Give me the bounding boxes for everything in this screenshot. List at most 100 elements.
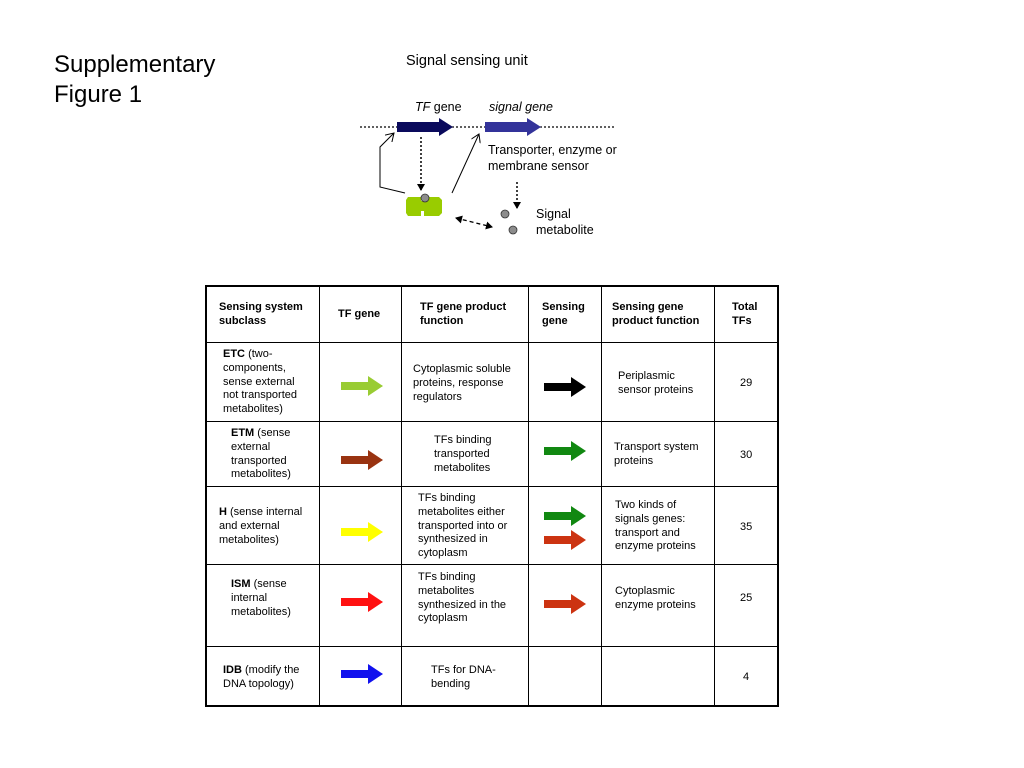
etm-tf-function-line-3: metabolites bbox=[434, 461, 491, 474]
header-sensing-gene-line-1: Sensing bbox=[542, 301, 585, 313]
h-desc-3: metabolites) bbox=[219, 533, 279, 546]
idb-tf-gene-arrow bbox=[341, 664, 383, 684]
ism-tf-gene-arrow bbox=[341, 592, 383, 612]
h-tf-function-line-1: TFs binding bbox=[418, 492, 476, 504]
h-tf-gene-arrow bbox=[341, 522, 383, 542]
row-divider-2 bbox=[207, 421, 777, 422]
etm-desc-1: (sense bbox=[257, 427, 291, 439]
tf-classification-table: Sensing system subclass TF gene TF gene … bbox=[205, 285, 779, 707]
transporter-label-line-2: membrane sensor bbox=[488, 159, 589, 173]
signal-gene-arrow bbox=[485, 118, 541, 136]
metabolite-label: Signal metabolite bbox=[536, 206, 594, 238]
etc-sensing-function: Periplasmic sensor proteins bbox=[618, 370, 693, 398]
etc-desc-1: (two- bbox=[248, 348, 273, 360]
idb-tf-function-line-2: bending bbox=[431, 677, 471, 690]
etm-sensing-gene-arrow bbox=[544, 441, 586, 461]
header-total: Total TFs bbox=[732, 301, 757, 329]
transporter-label-line-1: Transporter, enzyme or bbox=[488, 143, 617, 157]
ism-tf-gene-arrow-shape bbox=[341, 592, 383, 612]
etc-tf-function-line-2: proteins, response bbox=[413, 376, 504, 389]
header-sensing-function: Sensing gene product function bbox=[612, 301, 699, 329]
etc-code: ETC bbox=[223, 348, 245, 360]
etm-total: 30 bbox=[740, 449, 753, 461]
figure-title-line-1: Supplementary bbox=[54, 51, 216, 78]
header-sensing-gene: Sensing gene bbox=[542, 301, 585, 329]
h-sensing-gene-arrow-enzyme-shape bbox=[544, 530, 586, 550]
tf-gene-label-italic: TF bbox=[415, 100, 431, 114]
header-sensing-function-line-1: Sensing gene bbox=[612, 301, 684, 313]
header-subclass: Sensing system subclass bbox=[219, 301, 303, 329]
etm-tf-function-line-1: TFs binding bbox=[434, 434, 492, 446]
etm-sensing-gene-arrow-shape bbox=[544, 441, 586, 461]
header-tf-function-line-2: function bbox=[420, 314, 464, 327]
etc-sensing-function-line-1: Periplasmic bbox=[618, 370, 675, 382]
signal-metabolite-dot-2 bbox=[508, 225, 518, 235]
etc-tf-gene-arrow bbox=[341, 376, 383, 396]
col-divider-4 bbox=[601, 287, 602, 705]
h-sensing-function-line-3: transport and bbox=[615, 526, 680, 539]
signal-metabolite-dot-1 bbox=[500, 209, 510, 219]
tf-gene-arrow bbox=[397, 118, 453, 136]
tf-protein-icon bbox=[406, 193, 442, 216]
h-desc-2: and external bbox=[219, 519, 280, 532]
h-subclass: H (sense internal and external metabolit… bbox=[219, 506, 302, 547]
ism-total: 25 bbox=[740, 592, 753, 604]
ism-tf-function: TFs binding metabolites synthesized in t… bbox=[418, 571, 506, 626]
etm-desc-3: transported bbox=[231, 454, 287, 467]
etm-tf-function: TFs binding transported metabolites bbox=[434, 434, 491, 475]
autoregulation-arrow bbox=[379, 133, 406, 194]
row-divider-1 bbox=[207, 342, 777, 343]
metabolite-label-line-2: metabolite bbox=[536, 223, 594, 237]
h-tf-function: TFs binding metabolites either transport… bbox=[418, 492, 507, 561]
tf-protein-left bbox=[406, 197, 421, 216]
h-sensing-function: Two kinds of signals genes: transport an… bbox=[615, 499, 696, 554]
idb-tf-function-line-1: TFs for DNA- bbox=[431, 664, 496, 676]
etc-desc-2: components, bbox=[223, 361, 286, 374]
h-sensing-gene-arrow-transport bbox=[544, 506, 586, 526]
etm-sensing-function: Transport system proteins bbox=[614, 441, 699, 469]
h-sensing-function-line-4: enzyme proteins bbox=[615, 540, 696, 553]
etc-sensing-gene-arrow-shape bbox=[544, 377, 586, 397]
etc-sensing-gene-arrow bbox=[544, 377, 586, 397]
etm-tf-gene-arrow-shape bbox=[341, 450, 383, 470]
header-subclass-line-1: Sensing system bbox=[219, 301, 303, 313]
etc-desc-4: not transported bbox=[223, 389, 297, 402]
ism-tf-function-line-1: TFs binding bbox=[418, 571, 476, 583]
idb-total: 4 bbox=[743, 671, 750, 683]
idb-tf-function: TFs for DNA- bending bbox=[431, 664, 496, 692]
etm-tf-gene-arrow bbox=[341, 450, 383, 470]
col-divider-2 bbox=[401, 287, 402, 705]
tf-gene-label: TF gene bbox=[415, 99, 462, 115]
signal-sensing-diagram bbox=[360, 118, 615, 235]
idb-code: IDB bbox=[223, 664, 242, 676]
ism-subclass: ISM (sense internal metabolites) bbox=[231, 578, 291, 619]
header-subclass-line-2: subclass bbox=[219, 314, 267, 327]
etc-tf-function-line-1: Cytoplasmic soluble bbox=[413, 363, 511, 375]
idb-subclass: IDB (modify the DNA topology) bbox=[223, 664, 299, 692]
etc-total: 29 bbox=[740, 377, 753, 389]
row-divider-4 bbox=[207, 564, 777, 565]
h-sensing-gene-arrow-enzyme bbox=[544, 530, 586, 550]
ism-sensing-function: Cytoplasmic enzyme proteins bbox=[615, 585, 696, 613]
ism-tf-function-line-3: synthesized in the bbox=[418, 598, 507, 611]
etm-subclass-line-1: ETM (sense bbox=[231, 427, 291, 441]
regulation-arrow bbox=[451, 134, 479, 194]
etc-subclass-line-1: ETC (two- bbox=[223, 348, 297, 362]
ism-code: ISM bbox=[231, 578, 251, 590]
h-tf-gene-arrow-shape bbox=[341, 522, 383, 542]
ism-desc-1: (sense bbox=[253, 578, 287, 590]
h-sensing-gene-arrow-transport-shape bbox=[544, 506, 586, 526]
header-tf-function-line-1: TF gene product bbox=[420, 301, 507, 313]
h-tf-function-line-5: cytoplasm bbox=[418, 547, 468, 560]
figure-title: Supplementary Figure 1 bbox=[54, 50, 274, 110]
header-tf-function: TF gene product function bbox=[420, 301, 506, 329]
header-total-line-1: Total bbox=[732, 301, 758, 313]
ism-sensing-function-line-1: Cytoplasmic bbox=[615, 585, 675, 597]
row-divider-3 bbox=[207, 486, 777, 487]
header-total-line-2: TFs bbox=[732, 314, 752, 327]
ism-desc-2: internal bbox=[231, 591, 268, 604]
row-divider-5 bbox=[207, 646, 777, 647]
ism-tf-function-line-4: cytoplasm bbox=[418, 612, 468, 625]
tf-protein-right bbox=[424, 197, 442, 216]
tf-gene-label-rest: gene bbox=[430, 100, 462, 114]
